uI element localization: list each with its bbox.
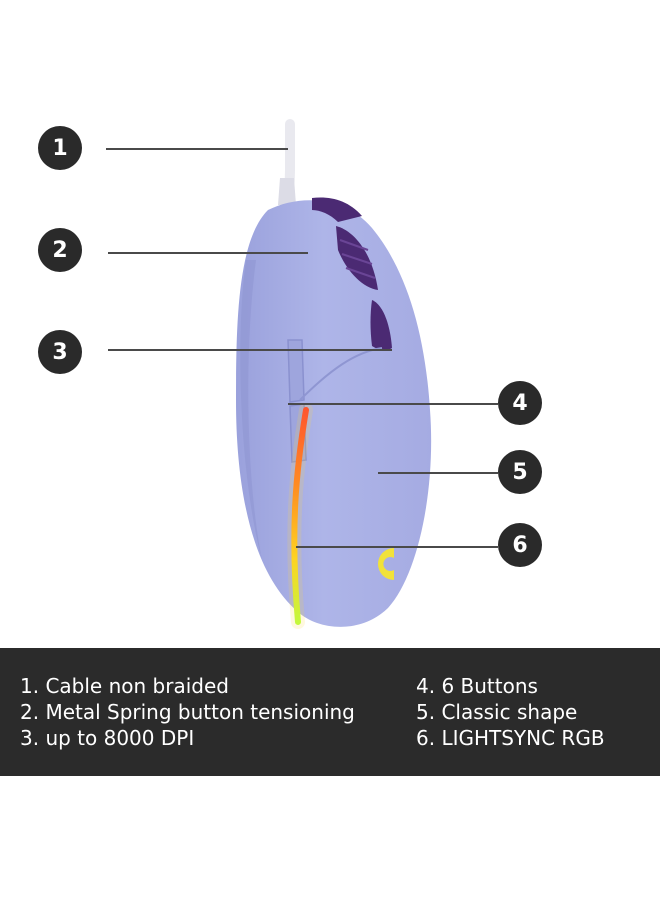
leader-line-5: [378, 472, 498, 474]
legend-item-1: 1. Cable non braided: [20, 674, 229, 698]
leader-line-2: [108, 252, 308, 254]
feature-legend: 1. Cable non braided 2. Metal Spring but…: [0, 648, 660, 776]
legend-item-5: 5. Classic shape: [416, 700, 578, 724]
scroll-wheel-ridges: [339, 239, 376, 279]
callout-4: 4: [498, 381, 542, 425]
left-button-trim: [312, 197, 362, 222]
callout-5: 5: [498, 450, 542, 494]
callout-1: 1: [38, 126, 82, 170]
leader-line-6: [296, 546, 498, 548]
callout-2: 2: [38, 228, 82, 272]
callout-3: 3: [38, 330, 82, 374]
mouse-body: [236, 200, 432, 627]
legend-item-2: 2. Metal Spring button tensioning: [20, 700, 355, 724]
cable-strain-relief: [278, 178, 296, 205]
leader-line-4: [288, 403, 498, 405]
legend-item-6: 6. LIGHTSYNC RGB: [416, 726, 605, 750]
side-shading: [240, 260, 262, 560]
lightsync-strip: [291, 407, 309, 625]
mouse-illustration: [236, 119, 432, 629]
dpi-button: [370, 300, 392, 351]
side-button-forward: [287, 339, 305, 403]
leader-line-1: [106, 148, 288, 150]
callout-6: 6: [498, 523, 542, 567]
leader-line-3: [108, 349, 392, 351]
legend-item-3: 3. up to 8000 DPI: [20, 726, 195, 750]
lightsync-glow: [287, 403, 313, 629]
brand-logo-icon: [378, 548, 394, 580]
legend-item-4: 4. 6 Buttons: [416, 674, 538, 698]
